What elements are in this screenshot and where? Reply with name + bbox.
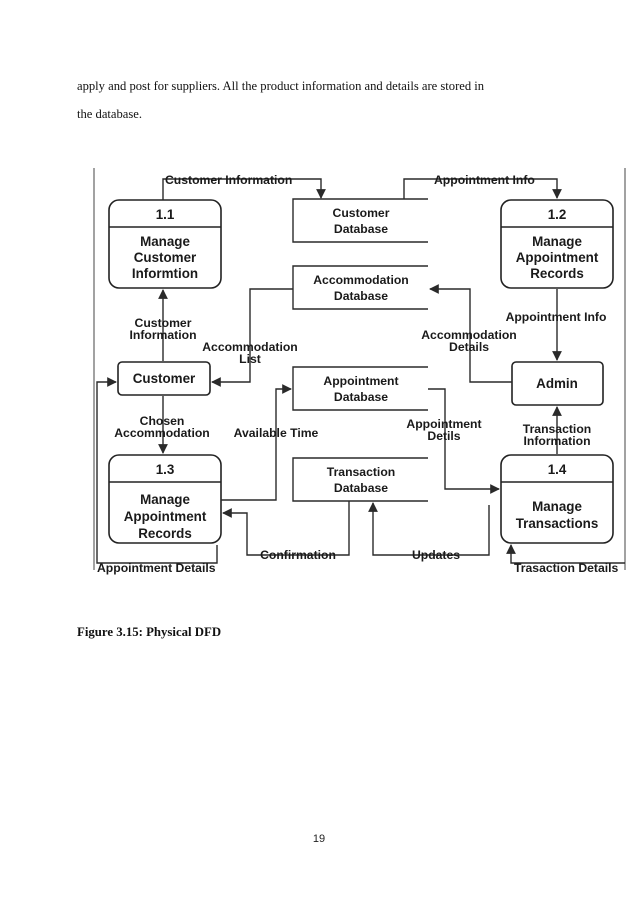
process-1-2-line3: Records: [530, 266, 584, 281]
flow-transaction-information-line1: Transaction: [523, 422, 591, 436]
process-1-2-line1: Manage: [532, 234, 582, 249]
store-transaction-line2: Database: [334, 481, 388, 495]
flow-appointment-details-label: Appointment Details: [97, 561, 216, 575]
flow-updates: [368, 502, 490, 556]
process-1-1-id: 1.1: [156, 207, 175, 222]
flow-accommodation-list-line2: List: [239, 352, 261, 366]
flow-confirmation: [222, 501, 350, 556]
flow-appointment-info-right-label: Appointment Info: [506, 310, 607, 324]
flow-accommodation-details-line1: Accommodation: [421, 328, 516, 342]
physical-dfd-diagram: 1.1 Manage Customer Informtion 1.2 Manag…: [93, 168, 626, 575]
process-1-4-line2: Transactions: [516, 516, 599, 531]
store-accommodation-database: Accommodation Database: [292, 265, 428, 310]
process-1-3-id: 1.3: [156, 462, 175, 477]
store-appointment-line2: Database: [334, 390, 388, 404]
store-customer-line1: Customer: [333, 206, 390, 220]
store-appointment-line1: Appointment: [323, 374, 398, 388]
flow-appointment-detils-line1: Appointment: [406, 417, 481, 431]
entity-customer: Customer: [117, 361, 211, 396]
process-1-3-line1: Manage: [140, 492, 190, 507]
entity-admin: Admin: [511, 361, 604, 406]
flow-appointment-info-top-label: Appointment Info: [434, 173, 535, 187]
flow-trasaction-details: [506, 544, 625, 564]
flow-accommodation-details-line2: Details: [449, 340, 489, 354]
flow-customer-information-left-line2: Information: [129, 328, 196, 342]
flow-accommodation-details: [429, 284, 512, 383]
store-accommodation-line2: Database: [334, 289, 388, 303]
flow-confirmation-label: Confirmation: [260, 548, 336, 562]
flow-customer-information-top: [162, 178, 326, 200]
flow-available-time: [221, 384, 292, 501]
body-text-line-2: the database.: [77, 107, 143, 121]
flow-appointment-info-top: [403, 178, 562, 199]
flow-updates-label: Updates: [412, 548, 460, 562]
store-appointment-database: Appointment Database: [292, 366, 428, 411]
store-customer-line2: Database: [334, 222, 388, 236]
flow-transaction-information-line2: Information: [523, 434, 590, 448]
process-1-3: 1.3 Manage Appointment Records: [108, 454, 222, 544]
process-1-2: 1.2 Manage Appointment Records: [500, 199, 614, 289]
flow-accommodation-list-line1: Accommodation: [202, 340, 297, 354]
flow-customer-information-left-line1: Customer: [135, 316, 192, 330]
flow-appointment-detils-line2: Detils: [427, 429, 460, 443]
flow-appointment-details: [96, 377, 218, 564]
process-1-2-line2: Appointment: [516, 250, 599, 265]
process-1-3-line2: Appointment: [124, 509, 207, 524]
process-1-1: 1.1 Manage Customer Informtion: [108, 199, 222, 289]
process-1-1-line3: Informtion: [132, 266, 198, 281]
entity-customer-label: Customer: [133, 371, 196, 386]
process-1-1-line2: Customer: [134, 250, 197, 265]
flow-chosen-accommodation-line2: Accommodation: [114, 426, 209, 440]
flow-accommodation-list: [211, 288, 293, 387]
entity-admin-label: Admin: [536, 376, 578, 391]
page-number: 19: [312, 833, 326, 845]
flow-available-time-label: Available Time: [234, 426, 319, 440]
store-transaction-line1: Transaction: [327, 465, 395, 479]
flow-appointment-detils: [428, 388, 500, 494]
flow-trasaction-details-label: Trasaction Details: [514, 561, 619, 575]
process-1-2-id: 1.2: [548, 207, 567, 222]
process-1-3-line3: Records: [138, 526, 192, 541]
process-1-4-id: 1.4: [548, 462, 567, 477]
figure-caption: Figure 3.15: Physical DFD: [77, 625, 222, 639]
flow-customer-information-top-label: Customer Information: [165, 173, 292, 187]
flow-chosen-accommodation-line1: Chosen: [140, 414, 185, 428]
process-1-1-line1: Manage: [140, 234, 190, 249]
body-text-line-1: apply and post for suppliers. All the pr…: [77, 79, 485, 93]
process-1-4-line1: Manage: [532, 499, 582, 514]
store-transaction-database: Transaction Database: [292, 457, 428, 502]
store-customer-database: Customer Database: [292, 198, 428, 243]
store-accommodation-line1: Accommodation: [313, 273, 408, 287]
process-1-4: 1.4 Manage Transactions: [500, 454, 614, 544]
